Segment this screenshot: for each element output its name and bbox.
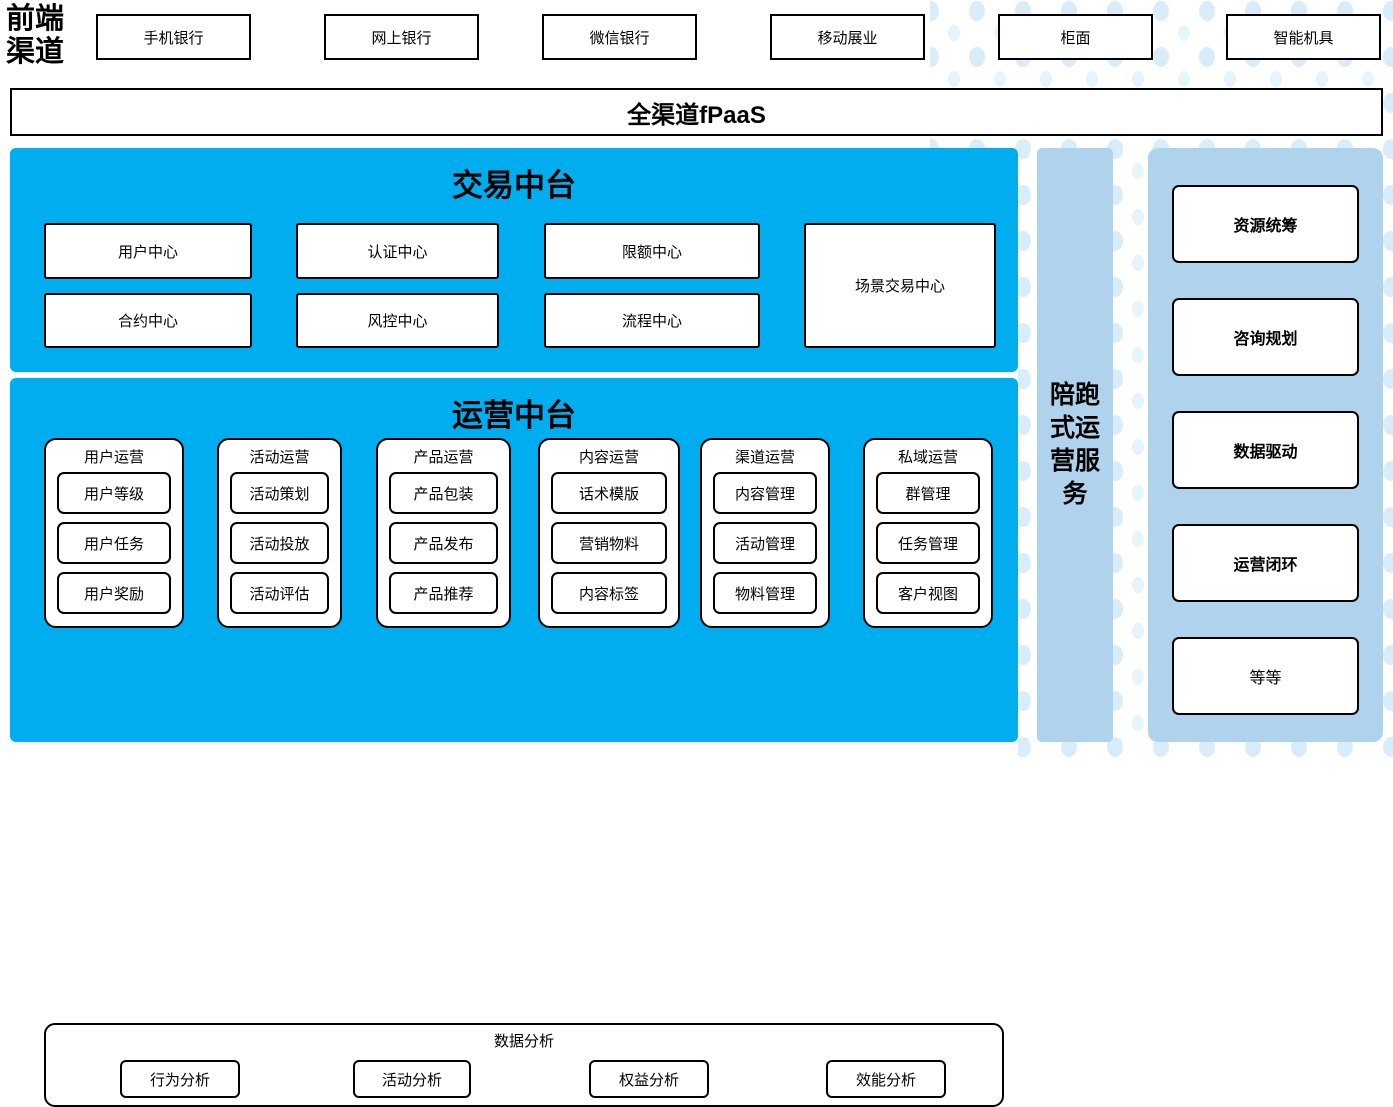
ops-item-2-2[interactable]: 活动投放 xyxy=(230,522,329,564)
escort-operation-service-column: 陪跑式运营服务 xyxy=(1037,148,1113,742)
ops-group-title-4: 内容运营 xyxy=(578,449,639,466)
ops-item-5-3[interactable]: 物料管理 xyxy=(713,572,817,614)
platform-bar-fpaas[interactable]: 全渠道fPaaS xyxy=(10,88,1383,136)
frontend-channel-label: 前端 渠道 xyxy=(6,3,84,71)
ops-center-title: 运营中台 xyxy=(452,398,576,433)
ops-item-5-1[interactable]: 内容管理 xyxy=(713,472,817,514)
ops-group-2: 活动运营活动策划活动投放活动评估 xyxy=(217,438,342,628)
trade-center-panel: 交易中台 用户中心认证中心限额中心场景交易中心合约中心风控中心流程中心 xyxy=(10,148,1018,372)
trade-center-title: 交易中台 xyxy=(452,168,576,203)
frontend-channel-label-line2: 渠道 xyxy=(6,36,65,68)
ops-center-panel: 运营中台 用户运营用户等级用户任务用户奖励活动运营活动策划活动投放活动评估产品运… xyxy=(10,378,1018,1107)
trade-center-box-3[interactable]: 限额中心 xyxy=(544,223,760,279)
frontend-channel-label-line1: 前端 xyxy=(6,3,65,35)
ops-item-4-1[interactable]: 话术模版 xyxy=(551,472,667,514)
channel-box-6[interactable]: 智能机具 xyxy=(1226,14,1381,60)
ops-item-2-1[interactable]: 活动策划 xyxy=(230,472,329,514)
data-analysis-item-2[interactable]: 活动分析 xyxy=(353,1060,471,1098)
ops-group-title-2: 活动运营 xyxy=(249,449,310,466)
channel-box-1[interactable]: 手机银行 xyxy=(96,14,251,60)
trade-center-box-5[interactable]: 合约中心 xyxy=(44,293,252,348)
data-analysis-title: 数据分析 xyxy=(493,1033,554,1050)
trade-center-box-7[interactable]: 流程中心 xyxy=(544,293,760,348)
ops-item-6-2[interactable]: 任务管理 xyxy=(876,522,980,564)
channel-box-3[interactable]: 微信银行 xyxy=(542,14,697,60)
data-analysis-item-1[interactable]: 行为分析 xyxy=(120,1060,240,1098)
channel-box-2[interactable]: 网上银行 xyxy=(324,14,479,60)
service-capability-item-5[interactable]: 等等 xyxy=(1172,637,1359,715)
ops-group-title-3: 产品运营 xyxy=(413,449,474,466)
service-capability-item-2[interactable]: 咨询规划 xyxy=(1172,298,1359,376)
ops-item-3-2[interactable]: 产品发布 xyxy=(389,522,498,564)
ops-item-6-1[interactable]: 群管理 xyxy=(876,472,980,514)
ops-group-1: 用户运营用户等级用户任务用户奖励 xyxy=(44,438,184,628)
ops-group-title-1: 用户运营 xyxy=(83,449,144,466)
service-capability-panel: 资源统筹咨询规划数据驱动运营闭环等等 xyxy=(1148,148,1383,742)
ops-item-5-2[interactable]: 活动管理 xyxy=(713,522,817,564)
ops-item-4-2[interactable]: 营销物料 xyxy=(551,522,667,564)
ops-group-title-5: 渠道运营 xyxy=(734,449,795,466)
ops-item-3-1[interactable]: 产品包装 xyxy=(389,472,498,514)
ops-item-2-3[interactable]: 活动评估 xyxy=(230,572,329,614)
ops-group-title-6: 私域运营 xyxy=(897,449,958,466)
trade-center-box-1[interactable]: 用户中心 xyxy=(44,223,252,279)
ops-item-1-3[interactable]: 用户奖励 xyxy=(57,572,171,614)
service-capability-item-4[interactable]: 运营闭环 xyxy=(1172,524,1359,602)
channel-box-4[interactable]: 移动展业 xyxy=(770,14,925,60)
data-analysis-card: 数据分析 行为分析 活动分析 权益分析 效能分析 xyxy=(44,1023,1004,1107)
ops-item-4-3[interactable]: 内容标签 xyxy=(551,572,667,614)
data-analysis-item-3[interactable]: 权益分析 xyxy=(589,1060,709,1098)
ops-group-4: 内容运营话术模版营销物料内容标签 xyxy=(538,438,680,628)
ops-item-1-1[interactable]: 用户等级 xyxy=(57,472,171,514)
ops-group-6: 私域运营群管理任务管理客户视图 xyxy=(863,438,993,628)
service-capability-item-3[interactable]: 数据驱动 xyxy=(1172,411,1359,489)
ops-group-5: 渠道运营内容管理活动管理物料管理 xyxy=(700,438,830,628)
ops-item-3-3[interactable]: 产品推荐 xyxy=(389,572,498,614)
ops-item-1-2[interactable]: 用户任务 xyxy=(57,522,171,564)
trade-center-box-6[interactable]: 风控中心 xyxy=(296,293,499,348)
escort-operation-service-label: 陪跑式运营服务 xyxy=(1049,381,1100,508)
trade-center-box-4[interactable]: 场景交易中心 xyxy=(804,223,996,348)
data-analysis-item-4[interactable]: 效能分析 xyxy=(826,1060,946,1098)
ops-item-6-3[interactable]: 客户视图 xyxy=(876,572,980,614)
ops-group-3: 产品运营产品包装产品发布产品推荐 xyxy=(376,438,511,628)
service-capability-item-1[interactable]: 资源统筹 xyxy=(1172,185,1359,263)
channel-box-5[interactable]: 柜面 xyxy=(998,14,1153,60)
trade-center-box-2[interactable]: 认证中心 xyxy=(296,223,499,279)
